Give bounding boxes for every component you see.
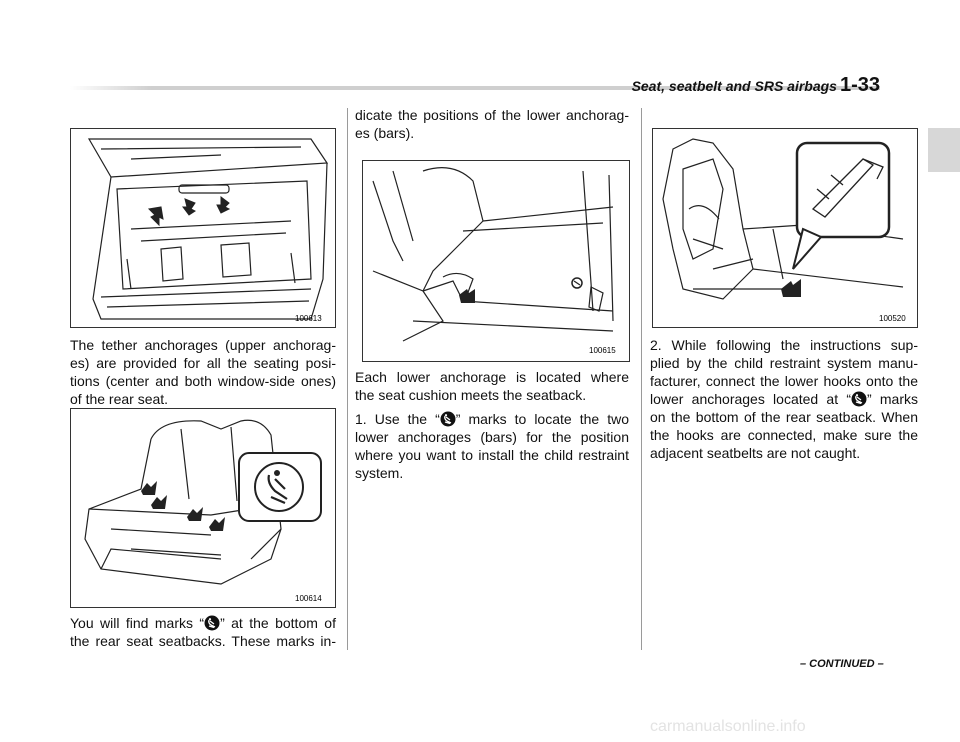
figure-lower-anchorage: 100615 xyxy=(362,160,630,362)
rear-hatch-illustration: 100613 xyxy=(87,138,329,323)
text-line: the rear seat seatbacks. These marks in- xyxy=(70,633,336,649)
rear-seat-illustration: 100614 xyxy=(84,419,322,603)
figure-tether-anchorages: 100613 xyxy=(70,128,336,328)
step-1: 1. Use the “ ” marks to locate the two lo… xyxy=(355,410,629,482)
figure-code: 100520 xyxy=(879,314,906,323)
text-line: lower anchorages (bars) for the position xyxy=(355,429,629,445)
lower-anchorage-illustration: 100615 xyxy=(372,167,616,355)
figure-child-seat-install: 100520 xyxy=(652,128,918,328)
text-fragment: ” marks xyxy=(867,391,918,407)
paragraph-continuation: dicate the positions of the lower anchor… xyxy=(355,106,629,142)
text-line: system. xyxy=(355,465,404,481)
paragraph-lower-anchorage: Each lower anchorage is located where th… xyxy=(355,368,629,404)
page-number: 1-33 xyxy=(839,74,880,96)
text-line: on the bottom of the rear seatback. When xyxy=(650,409,918,425)
child-seat-anchor-icon xyxy=(440,411,456,427)
text-line: the seat cushion meets the seatback. xyxy=(355,387,587,403)
text-line: of the rear seat. xyxy=(70,391,169,407)
column-divider-left xyxy=(347,108,348,650)
text-line: es) are provided for all the seating pos… xyxy=(70,355,336,371)
text-fragment: lower anchorages located at “ xyxy=(650,391,851,407)
text-line: plied by the child restraint system manu… xyxy=(650,355,918,371)
text-fragment: 1. Use the “ xyxy=(355,411,440,427)
section-title: Seat, seatbelt and SRS airbags xyxy=(631,78,837,94)
text-line: the hooks are connected, make sure the xyxy=(650,427,918,443)
paragraph-tether: The tether anchorages (upper anchorag- e… xyxy=(70,336,336,408)
text-fragment: ” marks to locate the two xyxy=(455,411,629,427)
header-rule xyxy=(70,86,880,90)
figure-rear-seat-marks: 100614 xyxy=(70,408,336,608)
text-fragment: ” at the bottom of xyxy=(220,615,336,631)
text-line: es (bars). xyxy=(355,125,415,141)
child-seat-illustration: 100520 xyxy=(662,138,906,323)
column-divider-right xyxy=(641,108,642,650)
child-seat-anchor-icon xyxy=(851,391,867,407)
chapter-tab xyxy=(928,128,960,172)
paragraph-marks: You will find marks “” at the bottom of … xyxy=(70,614,336,650)
figure-code: 100614 xyxy=(295,594,322,603)
step-2: 2. While following the instructions sup-… xyxy=(650,336,918,462)
text-line: where you want to install the child rest… xyxy=(355,447,629,463)
text-line: The tether anchorages (upper anchorag- xyxy=(70,337,336,353)
figure-code: 100615 xyxy=(589,346,616,355)
figure-code: 100613 xyxy=(295,314,322,323)
text-line: facturer, connect the lower hooks onto t… xyxy=(650,373,918,389)
text-fragment: You will find marks “ xyxy=(70,615,205,631)
watermark: carmanualsonline.info xyxy=(650,718,806,735)
text-line: tions (center and both window-side ones) xyxy=(70,373,336,389)
text-line: 2. While following the instructions sup- xyxy=(650,337,918,353)
text-line: Each lower anchorage is located where xyxy=(355,369,629,385)
connector-callout xyxy=(795,141,891,239)
text-line: adjacent seatbelts are not caught. xyxy=(650,445,861,461)
text-line: dicate the positions of the lower anchor… xyxy=(355,107,629,123)
child-seat-anchor-icon xyxy=(204,615,220,631)
continued-label: – CONTINUED – xyxy=(800,658,884,670)
